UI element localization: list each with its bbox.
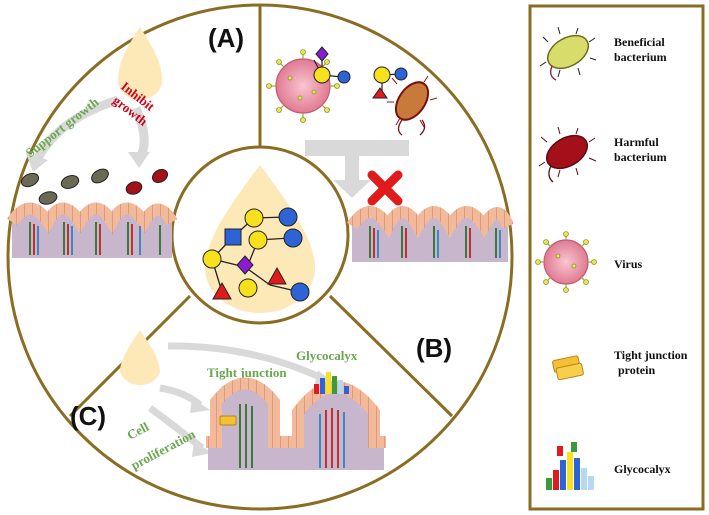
tight-junction-icon — [552, 355, 584, 381]
blocked-binding-arrow — [305, 140, 409, 198]
panel-b-label: (B) — [416, 333, 452, 363]
glycocalyx-arrow — [167, 342, 324, 382]
glycocalyx-label: Glycocalyx — [296, 348, 358, 363]
legend-beneficial-2: bacterium — [614, 50, 667, 64]
fucose-icon — [267, 266, 287, 285]
milk-drop-a — [118, 27, 162, 100]
legend-beneficial-1: Beneficial — [614, 35, 665, 49]
galactose-icon — [244, 208, 264, 228]
legend-harmful-2: bacterium — [614, 150, 667, 164]
intestinal-villi-b — [346, 206, 514, 262]
panel-a-label: (A) — [208, 23, 244, 53]
harmful-bacteria-group — [125, 168, 169, 195]
milk-drop-c — [120, 330, 160, 386]
glycocalyx-icon — [546, 442, 594, 490]
galactose-icon — [248, 230, 268, 250]
harmful-bacterium-icon — [538, 126, 597, 183]
glucose-icon — [278, 207, 298, 227]
intestinal-villi-a — [7, 202, 178, 258]
harmful-bacterium-with-glycan — [372, 66, 438, 136]
tight-junction-protein-c — [219, 415, 237, 426]
support-arrow — [34, 95, 120, 161]
tight-junction-label-1: Tight junction — [207, 365, 287, 380]
fucose-icon — [212, 281, 232, 300]
virus-bound-glycan — [313, 46, 351, 84]
legend-tight-1: Tight junction — [614, 348, 688, 362]
virus-icon — [535, 231, 597, 293]
legend-virus: Virus — [614, 257, 643, 271]
legend-tight-2: protein — [618, 363, 655, 377]
galactose-icon — [202, 249, 222, 269]
blocked-cross-icon — [367, 170, 403, 206]
glcnac-square-icon — [224, 228, 242, 246]
sialic-acid-icon — [236, 255, 254, 275]
glycocalyx-c — [314, 372, 349, 394]
glucose-icon — [290, 282, 310, 302]
glucose-icon — [283, 228, 303, 248]
intestinal-villi-c — [206, 377, 386, 470]
galactose-icon — [238, 278, 258, 298]
legend-harmful-1: Harmful — [614, 135, 659, 149]
divider-right — [328, 294, 454, 418]
beneficial-bacteria-group — [20, 168, 109, 205]
legend-glycocalyx: Glycocalyx — [614, 462, 671, 476]
virus-with-glycan — [266, 49, 340, 123]
beneficial-bacterium-icon — [539, 26, 597, 81]
panel-c-label: (C) — [70, 401, 106, 431]
